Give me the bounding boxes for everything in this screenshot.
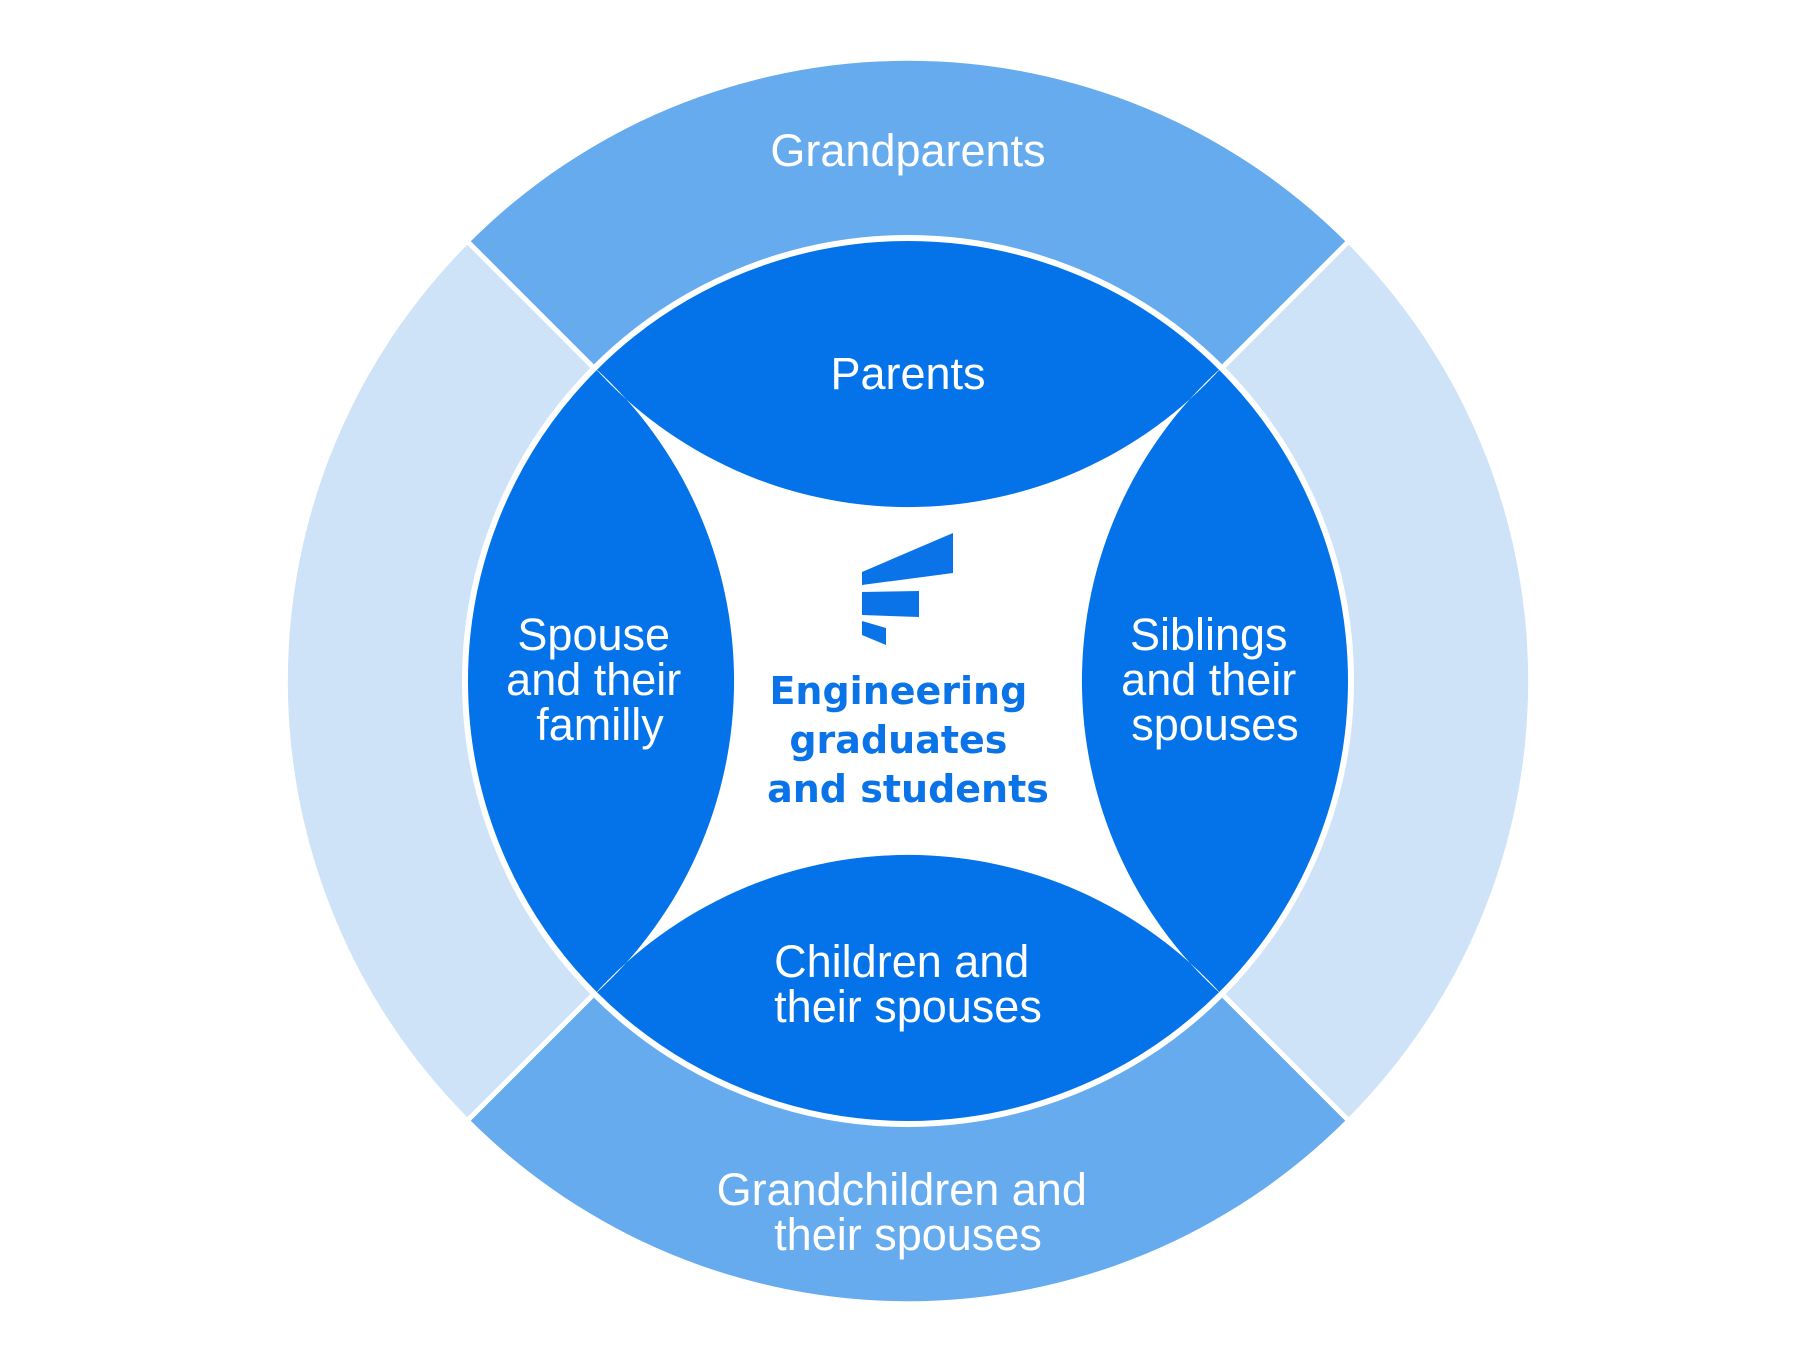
center-region <box>594 367 1222 995</box>
center-title: Engineering graduates and students <box>767 669 1049 811</box>
center-title-line-3: and students <box>767 767 1049 811</box>
grandchildren-label: Grandchildren and their spouses <box>717 1164 1100 1260</box>
siblings-label: Siblings and their spouses <box>1121 609 1309 750</box>
parents-label: Parents <box>830 348 985 399</box>
children-label: Children and their spouses <box>774 936 1042 1032</box>
spouse-label: Spouse and their familly <box>506 609 694 750</box>
center-title-line-2: graduates <box>789 718 1007 762</box>
outer-ring-separators <box>464 238 1352 1124</box>
grandparents-label: Grandparents <box>770 125 1045 176</box>
flag-logo-icon <box>862 533 953 645</box>
outer-segment-right <box>1223 243 1529 1119</box>
outer-segment-left <box>287 243 593 1119</box>
center-title-line-1: Engineering <box>769 669 1027 713</box>
outer-segment-bottom <box>469 995 1347 1302</box>
outer-segment-top <box>469 60 1347 368</box>
